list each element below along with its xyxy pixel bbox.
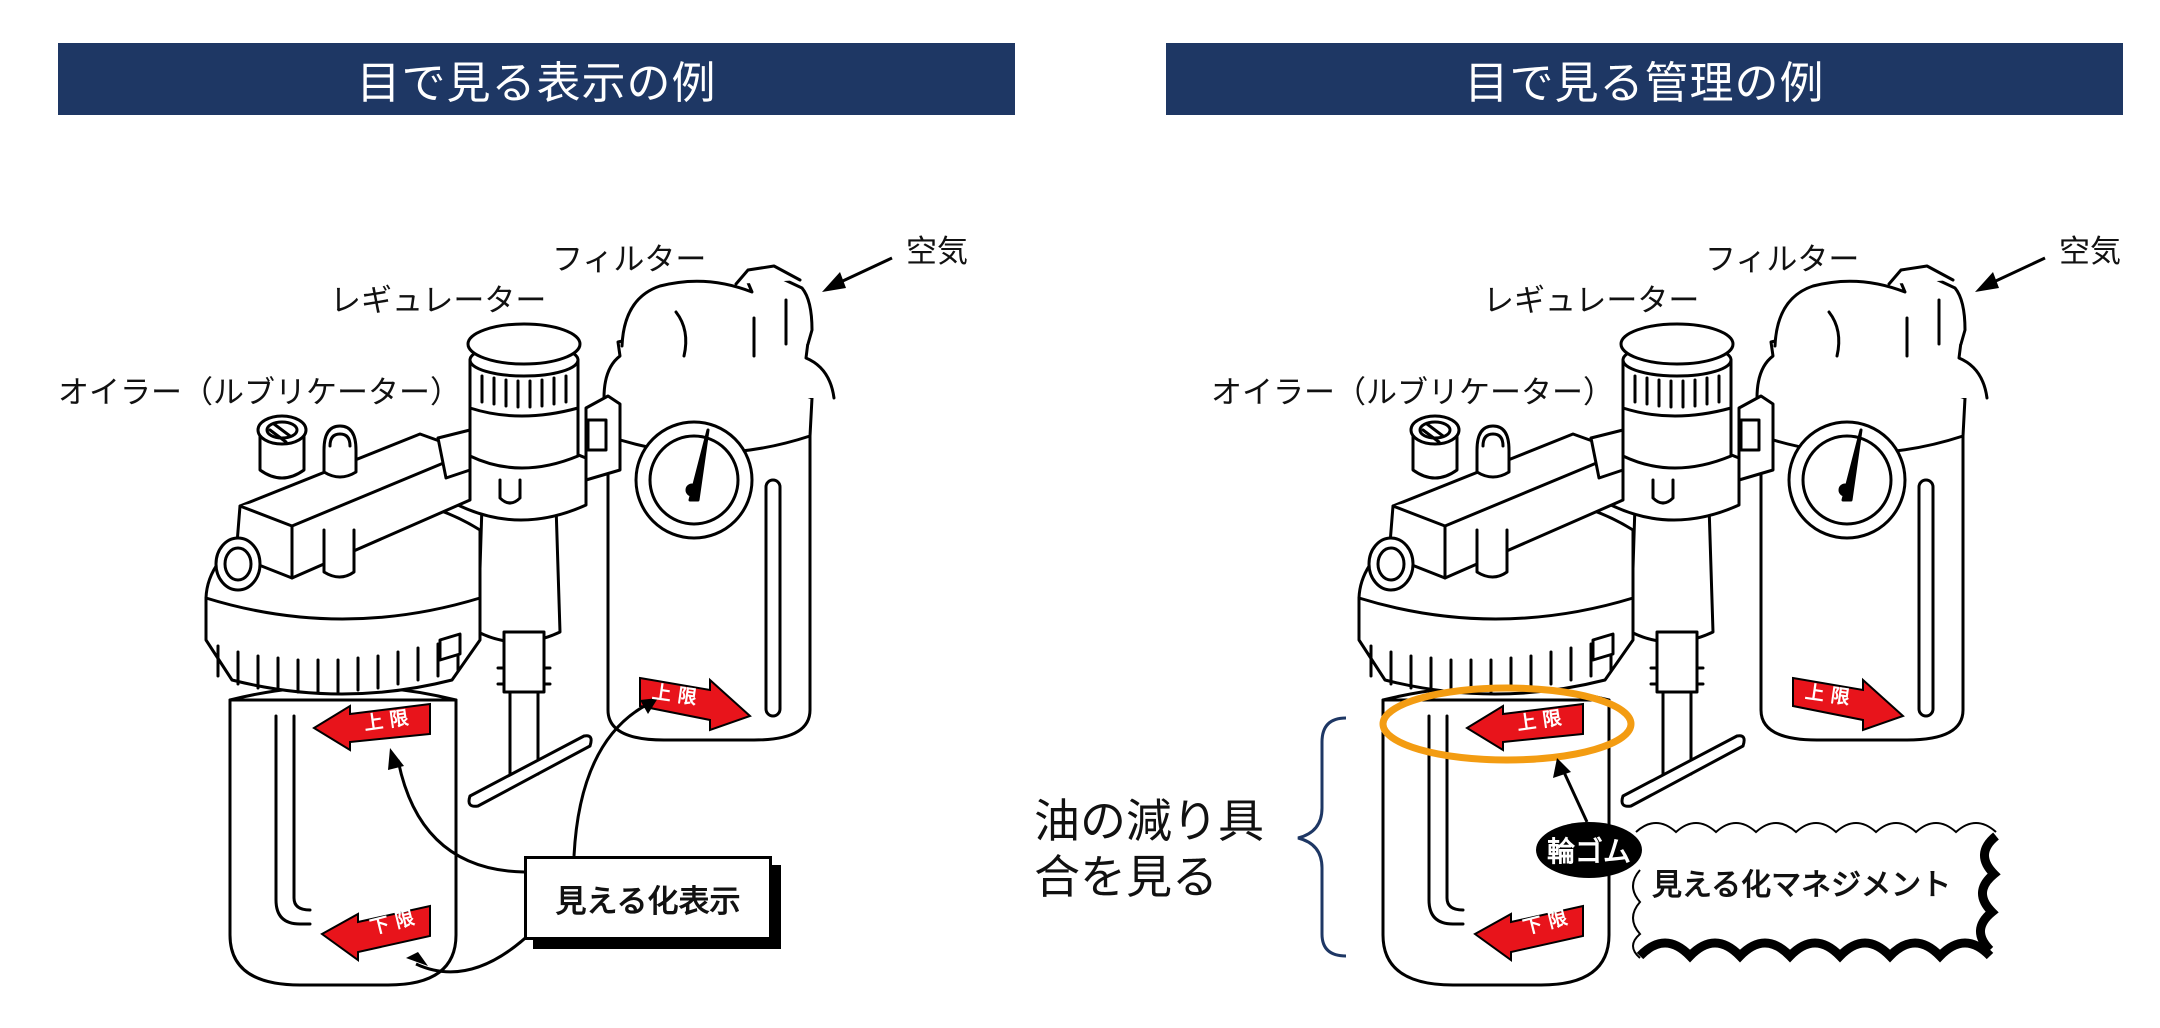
left-oiler-lower-mark bbox=[320, 904, 431, 962]
right-oiler-upper-mark bbox=[1465, 702, 1584, 752]
right-label-regulator: レギュレーター bbox=[1483, 283, 1700, 319]
visual-management-cloud-text: 見える化マネジメント bbox=[1652, 868, 1952, 903]
left-callout-upper-oiler bbox=[396, 759, 525, 874]
left-label-filter: フィルター bbox=[552, 242, 707, 278]
visualization-display-box: 見える化表示 bbox=[524, 856, 772, 940]
left-unit-drawing bbox=[204, 256, 893, 987]
left-filter-upper-mark bbox=[639, 676, 752, 732]
rubber-band-label: 輪ゴム bbox=[1536, 822, 1642, 878]
left-callout-upper-filter bbox=[572, 702, 649, 857]
right-label-filter: フィルター bbox=[1705, 242, 1860, 278]
oil-level-note-line2: 合を見る bbox=[1034, 850, 1218, 904]
oil-level-note-line1: 油の減り具 bbox=[1034, 794, 1264, 848]
left-callout-lower-oiler bbox=[415, 928, 536, 974]
right-label-air: 空気 bbox=[2059, 234, 2121, 270]
cloud-shape bbox=[1632, 822, 2001, 963]
left-label-oiler: オイラー（ルブリケーター） bbox=[58, 375, 461, 411]
left-label-regulator: レギュレーター bbox=[330, 283, 547, 319]
right-oiler-lower-mark bbox=[1473, 904, 1584, 962]
rubber-band-ring bbox=[1379, 684, 1635, 764]
left-label-air: 空気 bbox=[906, 234, 968, 270]
brace-bracket bbox=[1297, 716, 1347, 958]
right-unit-drawing bbox=[1357, 256, 2046, 987]
right-filter-upper-mark bbox=[1792, 676, 1905, 732]
right-label-oiler: オイラー（ルブリケーター） bbox=[1211, 375, 1614, 411]
right-panel-title: 目で見る管理の例 bbox=[1166, 43, 2123, 115]
left-panel-title: 目で見る表示の例 bbox=[58, 43, 1015, 115]
left-oiler-upper-mark bbox=[312, 702, 431, 752]
